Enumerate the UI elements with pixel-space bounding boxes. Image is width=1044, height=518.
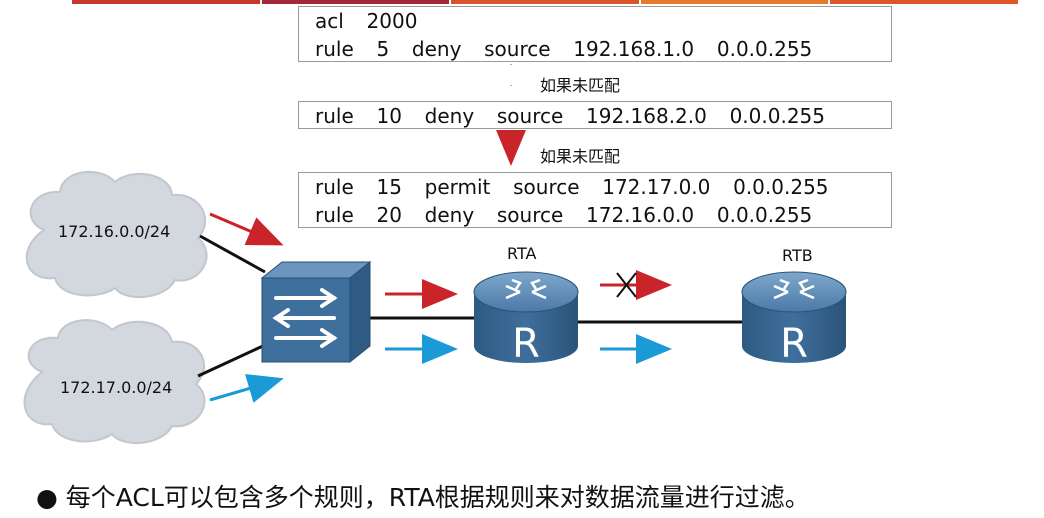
- no-match-note-2: 如果未匹配: [540, 147, 621, 166]
- network-label-172-17: 172.17.0.0/24: [60, 378, 173, 397]
- rule-20-line: rule 20 deny source 172.16.0.0 0.0.0.255: [315, 203, 813, 227]
- acl-rule-box-1: acl 2000 rule 5 deny source 192.168.1.0 …: [298, 6, 892, 62]
- rule-15-line: rule 15 permit source 172.17.0.0 0.0.0.2…: [315, 175, 829, 199]
- router-label-rta: RTA: [507, 244, 537, 263]
- cloud-network-2: [23, 319, 206, 445]
- link-cloud2-switch: [197, 343, 266, 378]
- svg-text:R: R: [780, 321, 808, 367]
- acl-rule-box-2: rule 10 deny source 192.168.2.0 0.0.0.25…: [298, 101, 892, 129]
- bullet-point-text: ● 每个ACL可以包含多个规则，RTA根据规则来对数据流量进行过滤。: [36, 483, 810, 512]
- router-rta-icon: R: [473, 271, 579, 367]
- title-accent-bar: [72, 0, 1018, 4]
- switch-icon: [260, 260, 372, 364]
- permit-flow-arrow-1: [209, 374, 284, 403]
- router-label-rtb: RTB: [782, 246, 813, 265]
- acl-rule-box-3: rule 15 permit source 172.17.0.0 0.0.0.2…: [298, 172, 892, 228]
- cloud-network-1: [25, 170, 208, 299]
- router-rtb-icon: R: [741, 271, 847, 367]
- link-cloud1-switch: [199, 234, 266, 274]
- deny-flow-arrow-1: [209, 212, 284, 246]
- rule-10-line: rule 10 deny source 192.168.2.0 0.0.0.25…: [315, 104, 825, 128]
- rule-5-line: rule 5 deny source 192.168.1.0 0.0.0.255: [315, 37, 813, 61]
- no-match-note-1: 如果未匹配: [540, 76, 621, 95]
- acl-number-line: acl 2000: [315, 9, 418, 33]
- svg-text:R: R: [512, 321, 540, 367]
- network-label-172-16: 172.16.0.0/24: [58, 222, 171, 241]
- blocked-x-icon: [616, 272, 637, 298]
